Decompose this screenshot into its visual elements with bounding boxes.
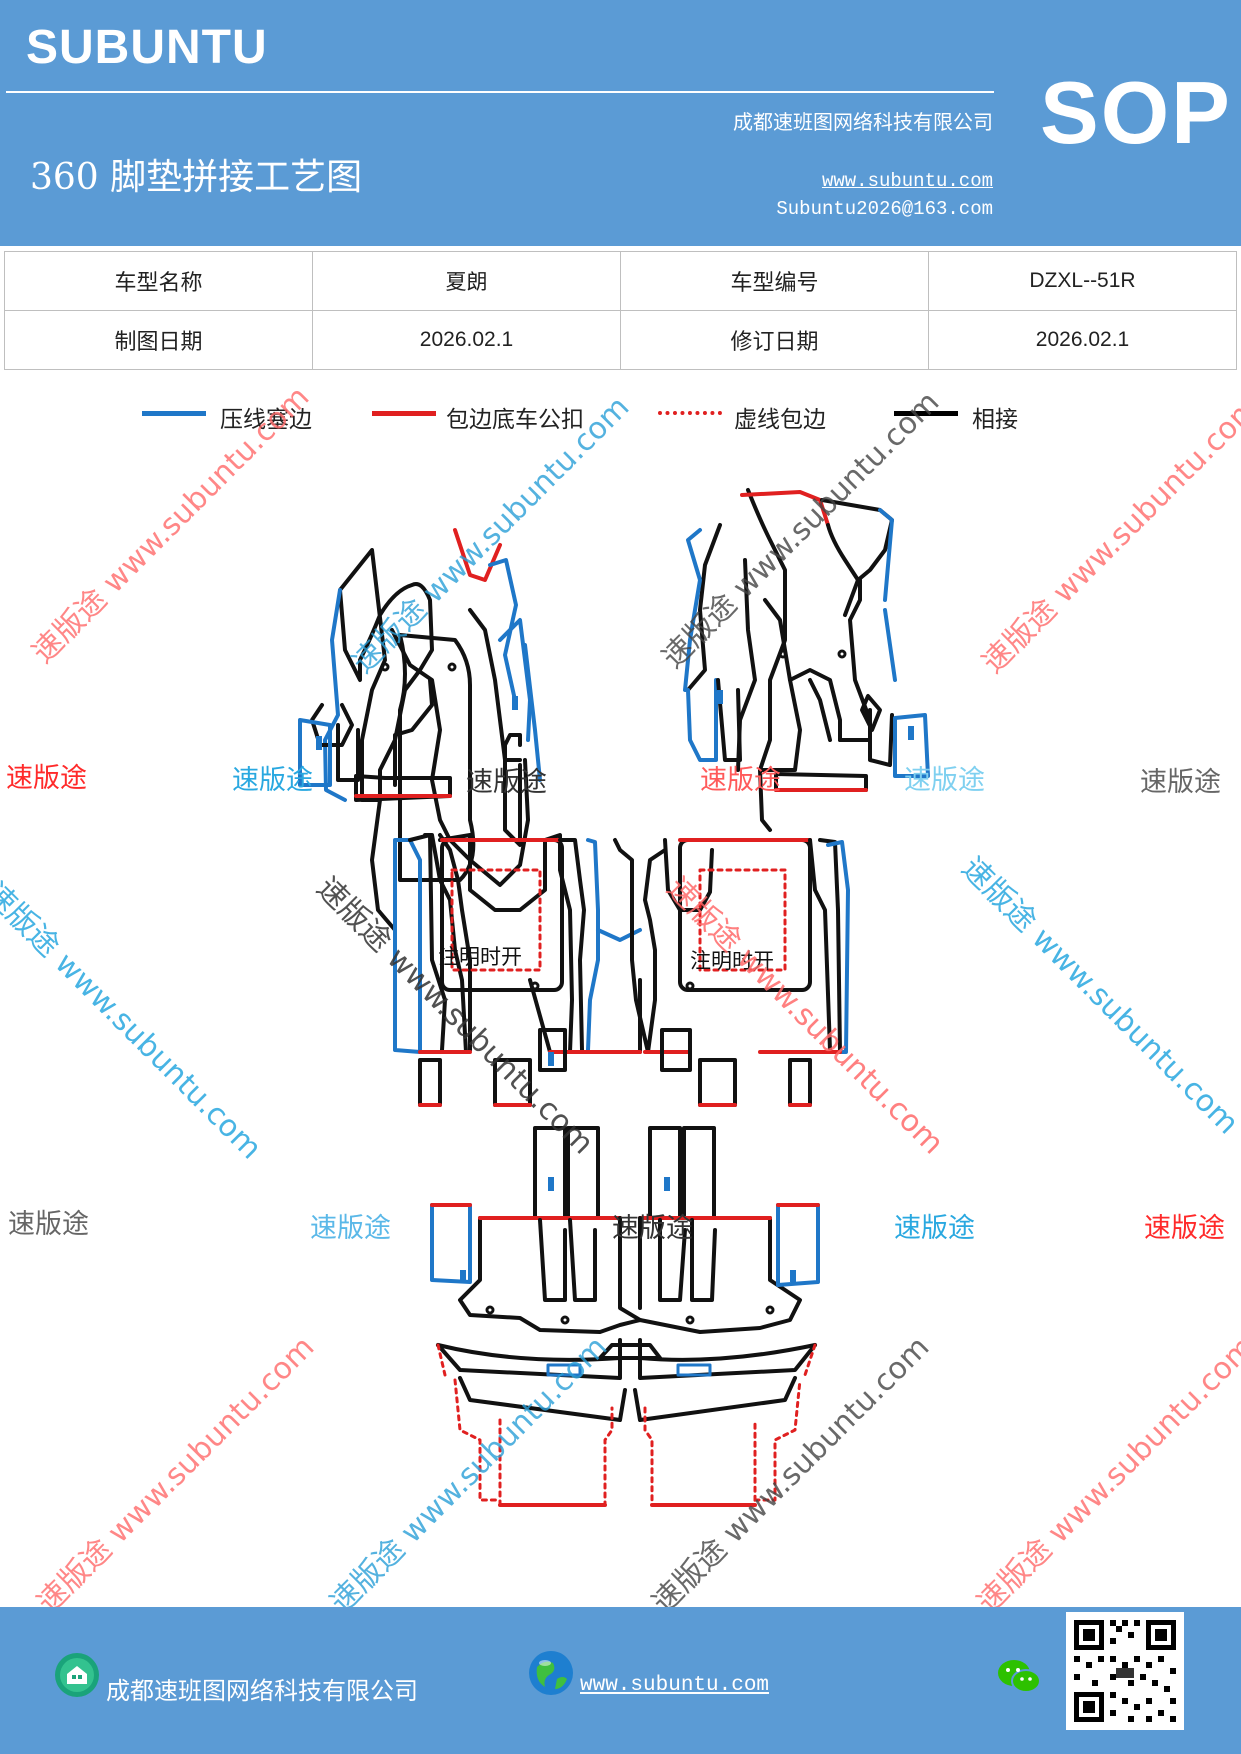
- legend-swatch-black: [894, 411, 958, 416]
- diagram-note: 注明时开: [690, 949, 774, 973]
- legend-label: 相接: [972, 407, 1018, 433]
- legend-swatch-red-dotted: [658, 411, 722, 415]
- footer-website-link[interactable]: www.subuntu.com: [580, 1674, 770, 1697]
- value-revise-date: 2026.02.1: [928, 310, 1237, 370]
- header-divider: [6, 91, 994, 93]
- label-model-code: 车型编号: [620, 251, 929, 311]
- company-name: 成都速班图网络科技有限公司: [733, 110, 993, 134]
- brand-logo: SUBUNTU: [26, 21, 268, 74]
- watermark-text: 速版途: [232, 765, 313, 796]
- label-model-name: 车型名称: [4, 251, 313, 311]
- footer-band: [0, 1607, 1241, 1754]
- watermark-text: 速版途: [6, 763, 87, 794]
- watermark-text: 速版途: [310, 1213, 391, 1244]
- tunnel-pieces: [533, 1052, 716, 1220]
- value-model-name: 夏朗: [312, 251, 621, 311]
- label-revise-date: 修订日期: [620, 310, 929, 370]
- watermark-text: 速版途: [466, 767, 547, 798]
- legend-label: 包边底车公扣: [446, 407, 584, 433]
- front-left-mat: [298, 528, 542, 932]
- legend-label: 虚线包边: [734, 407, 826, 433]
- doc-type-label: SOP: [1040, 63, 1232, 162]
- contact-email: Subuntu2026@163.com: [776, 198, 993, 220]
- table-row: 车型名称 夏朗 车型编号 DZXL--51R: [4, 251, 1237, 311]
- front-right-mat: [683, 488, 930, 832]
- legend-swatch-blue: [142, 411, 206, 416]
- floor-mat-diagram: [298, 488, 930, 1507]
- label-draw-date: 制图日期: [4, 310, 313, 370]
- watermark-text: 速版途: [8, 1209, 89, 1240]
- watermark-text: 速版途: [1140, 767, 1221, 798]
- rear-row-mat: [430, 1203, 820, 1334]
- qr-code-graphic: [1066, 1612, 1184, 1730]
- value-draw-date: 2026.02.1: [312, 310, 621, 370]
- building-icon: [55, 1653, 99, 1697]
- footer-company: 成都速班图网络科技有限公司: [106, 1677, 418, 1705]
- watermark-text: 速版途: [700, 765, 781, 796]
- value-model-code: DZXL--51R: [928, 251, 1237, 311]
- watermark-text: 速版途: [894, 1213, 975, 1244]
- legend-label: 压线塞边: [220, 407, 312, 433]
- middle-row-mats: [393, 833, 850, 1107]
- header-band: SUBUNTU SOP 成都速班图网络科技有限公司 360 脚垫拼接工艺图 ww…: [0, 0, 1241, 246]
- globe-icon: [529, 1651, 573, 1695]
- website-link[interactable]: www.subuntu.com: [821, 170, 993, 192]
- table-row: 制图日期 2026.02.1 修订日期 2026.02.1: [4, 310, 1237, 370]
- watermark-text: 速版途: [612, 1213, 693, 1244]
- diagram-note: 注明时开: [438, 945, 522, 969]
- qr-code-icon: [1066, 1612, 1184, 1730]
- watermark-text: 速版途: [904, 765, 985, 796]
- trunk-mats: [436, 1338, 817, 1507]
- legend-swatch-red: [372, 411, 436, 416]
- vehicle-info-table: 车型名称 夏朗 车型编号 DZXL--51R 制图日期 2026.02.1 修订…: [4, 251, 1237, 370]
- page-title: 360 脚垫拼接工艺图: [30, 157, 363, 198]
- wechat-icon: [998, 1660, 1041, 1693]
- watermark-text: 速版途: [1144, 1213, 1225, 1244]
